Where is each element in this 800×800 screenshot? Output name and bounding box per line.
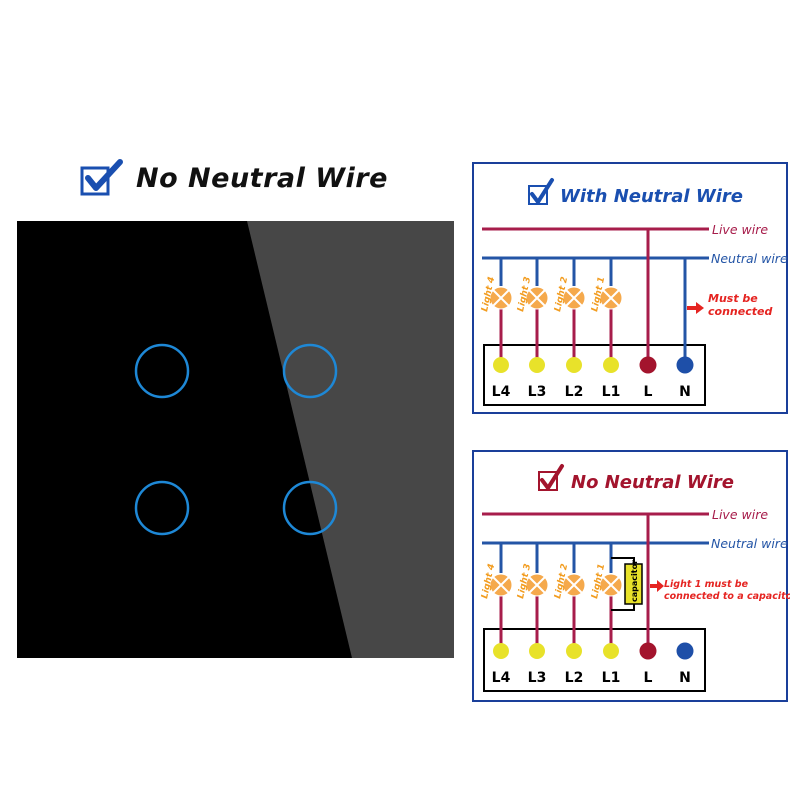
terminal-label-l1: L1 — [602, 384, 621, 400]
terminal-dot-n — [676, 356, 694, 374]
light-circuit-2 — [562, 258, 586, 373]
checkbox-check-icon — [80, 159, 123, 196]
terminal-label-l: L — [644, 384, 653, 400]
touch-button-1[interactable] — [134, 343, 190, 399]
terminal-dot-l4 — [493, 643, 509, 659]
light-circuit-1 — [599, 543, 623, 659]
capacitor-label: capacitor — [630, 560, 639, 602]
capacitor-note: Light 1 must be connected to a capacitor — [650, 579, 790, 602]
terminal-dot-l1 — [603, 643, 619, 659]
terminal-dot-l3 — [529, 357, 545, 373]
terminal-label-l2: L2 — [565, 670, 584, 686]
light-circuit-3 — [525, 543, 549, 659]
terminal-dot-l2 — [566, 357, 582, 373]
terminal-block — [483, 628, 706, 692]
note-line-1: Light 1 must be — [664, 579, 749, 590]
note-line-1: Must be — [708, 292, 758, 305]
diagram-title: No Neutral Wire — [538, 464, 734, 493]
terminal-dot-l3 — [529, 643, 545, 659]
touch-button-4[interactable] — [282, 480, 338, 536]
terminal-dot-l1 — [603, 357, 619, 373]
touch-button-2[interactable] — [282, 343, 338, 399]
terminal-label-n: N — [679, 384, 691, 400]
terminal-dot-l — [639, 642, 657, 660]
terminal-dot-l — [639, 356, 657, 374]
diagram-title: With Neutral Wire — [528, 178, 743, 207]
terminal-label-l1: L1 — [602, 670, 621, 686]
live-wire-label: Live wire — [712, 222, 768, 237]
terminal-label-l2: L2 — [565, 384, 584, 400]
terminal-label-l4: L4 — [492, 670, 511, 686]
touch-button-3[interactable] — [134, 480, 190, 536]
neutral-wire-label: Neutral wire — [711, 536, 788, 551]
light-circuit-4 — [489, 543, 513, 659]
glass-reflection — [247, 221, 454, 658]
light-circuit-4 — [489, 258, 513, 373]
touch-switch-panel — [17, 221, 454, 658]
terminal-dot-n — [676, 642, 694, 660]
terminal-dot-l2 — [566, 643, 582, 659]
terminal-label-n: N — [679, 670, 691, 686]
main-heading-text: No Neutral Wire — [136, 162, 388, 194]
must-connect-note: Must be connected — [687, 292, 772, 318]
terminal-label-l4: L4 — [492, 384, 511, 400]
live-wire-label: Live wire — [712, 507, 768, 522]
light-circuit-3 — [525, 258, 549, 373]
note-line-2: connected to a capacitor — [664, 591, 790, 602]
terminal-block — [483, 344, 706, 406]
terminal-label-l3: L3 — [528, 384, 547, 400]
diagram-title-text: With Neutral Wire — [560, 186, 743, 207]
note-line-2: connected — [708, 305, 772, 318]
terminal-label-l3: L3 — [528, 670, 547, 686]
terminal-label-l: L — [644, 670, 653, 686]
wiring-diagram-with-neutral: With Neutral Wire Live wire Neutral wire — [472, 162, 788, 414]
neutral-wire-label: Neutral wire — [711, 251, 788, 266]
capacitor: capacitor — [611, 557, 643, 611]
terminal-dot-l4 — [493, 357, 509, 373]
light-circuit-2 — [562, 543, 586, 659]
light-circuit-1 — [599, 258, 623, 373]
wiring-diagram-no-neutral: No Neutral Wire Live wire Neutral wire — [472, 450, 790, 702]
main-heading: No Neutral Wire — [80, 158, 388, 198]
diagram-title-text: No Neutral Wire — [571, 472, 734, 493]
